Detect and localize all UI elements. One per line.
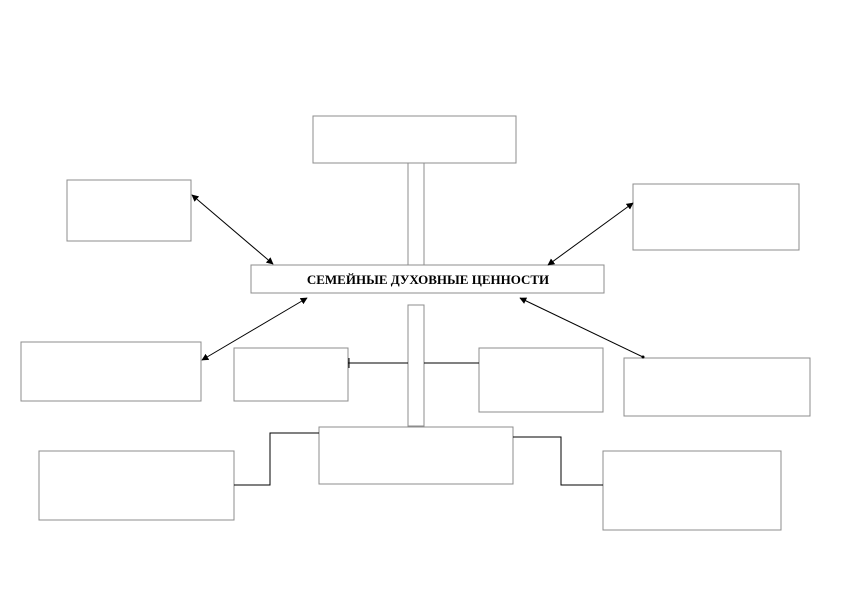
- center-title: СЕМЕЙНЫЕ ДУХОВНЫЕ ЦЕННОСТИ: [307, 272, 549, 287]
- inner-left-box: [233, 347, 349, 402]
- top-pillar: [407, 162, 425, 268]
- upper-right-box: [632, 183, 800, 251]
- bottom-center-box: [318, 426, 514, 485]
- bottom-right-box: [602, 450, 782, 531]
- arrow-upper-right: [547, 202, 634, 266]
- upper-left-box: [66, 179, 192, 242]
- center-box: [250, 264, 605, 294]
- top-box: [312, 115, 517, 164]
- arrow-middle-right: [519, 297, 644, 358]
- inner-right-box: [478, 347, 604, 413]
- arrow-middle-right-tail-dot: [641, 355, 645, 359]
- middle-left-box: [20, 341, 202, 402]
- arrow-middle-left: [201, 297, 308, 361]
- connector-bottom-right: [513, 436, 603, 486]
- arrow-upper-left: [191, 194, 274, 265]
- bottom-pillar: [407, 304, 425, 427]
- connector-bottom-left: [234, 432, 319, 486]
- bottom-left-box: [38, 450, 235, 521]
- middle-right-box: [623, 357, 811, 417]
